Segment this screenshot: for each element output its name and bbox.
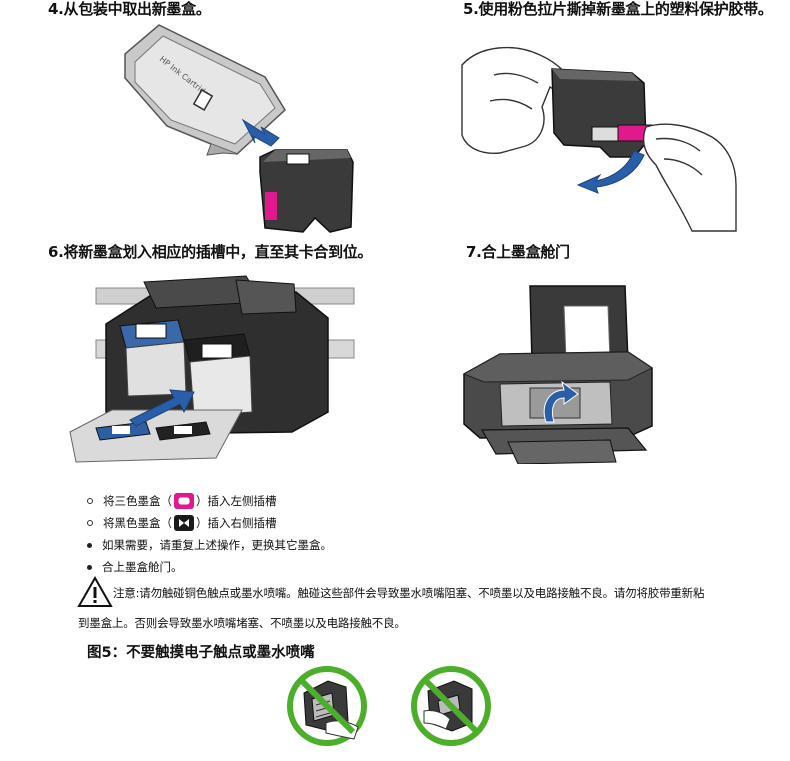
output-tray	[480, 427, 648, 464]
list-item: 将三色墨盒（ ）插入左侧插槽	[84, 490, 332, 512]
list-item: 如果需要，请重复上述操作，更换其它墨盒。	[84, 534, 332, 556]
close-door-arrow	[543, 380, 579, 423]
cartridge-access-area	[499, 381, 613, 427]
insert-cartridge-illustration	[69, 275, 355, 463]
instruction-list: 将三色墨盒（ ）插入左侧插槽 将黑色墨盒（ ）插入右侧插槽 如果需要，请重复上述…	[84, 490, 332, 578]
package-logo-icon	[192, 89, 214, 111]
new-cartridge	[259, 149, 354, 233]
right-hand	[642, 123, 737, 232]
step-5-title: 5.使用粉色拉片撕掉新墨盒上的塑料保护胶带。	[463, 0, 773, 18]
slot-label-tray	[69, 409, 243, 463]
step-6-title: 6.将新墨盒划入相应的插槽中，直至其卡合到位。	[48, 243, 373, 261]
tricolor-cartridge-icon	[174, 493, 194, 509]
hollow-bullet-icon	[87, 498, 93, 504]
close-door-illustration	[462, 285, 653, 464]
step-4-title: 4.从包装中取出新墨盒。	[48, 0, 211, 18]
solid-bullet-icon	[87, 564, 92, 570]
removal-arrow	[241, 118, 280, 147]
no-touch-nozzles-icon	[411, 666, 491, 746]
list-item: 合上墨盒舱门。	[84, 556, 332, 578]
insert-arrow	[129, 389, 195, 427]
warning-triangle-icon	[77, 576, 113, 607]
warning-note-line-1: 注意:请勿触碰铜色触点或墨水喷嘴。触碰这些部件会导致墨水喷嘴阻塞、不喷墨以及电路…	[113, 586, 705, 600]
black-cartridge-icon	[174, 515, 194, 531]
figure-caption: 图5：不要触摸电子触点或墨水喷嘴	[87, 645, 315, 661]
unpack-cartridge-illustration: HP Ink Cartridge	[124, 24, 354, 233]
black-slot	[183, 333, 253, 417]
solid-bullet-icon	[87, 542, 92, 548]
tricolor-slot	[119, 319, 187, 397]
paper-tray-back	[529, 285, 629, 363]
hollow-bullet-icon	[87, 520, 93, 526]
step-7-title: 7.合上墨盒舱门	[466, 243, 570, 261]
list-item: 将黑色墨盒（ ）插入右侧插槽	[84, 512, 332, 534]
cartridge-held	[551, 68, 653, 158]
remove-tape-illustration	[461, 46, 737, 232]
no-touch-contacts-icon	[287, 666, 367, 746]
pull-arrow	[576, 150, 645, 194]
warning-note-line-2: 到墨盒上。否则会导致墨水喷嘴堵塞、不喷墨以及电路接触不良。	[78, 616, 406, 630]
